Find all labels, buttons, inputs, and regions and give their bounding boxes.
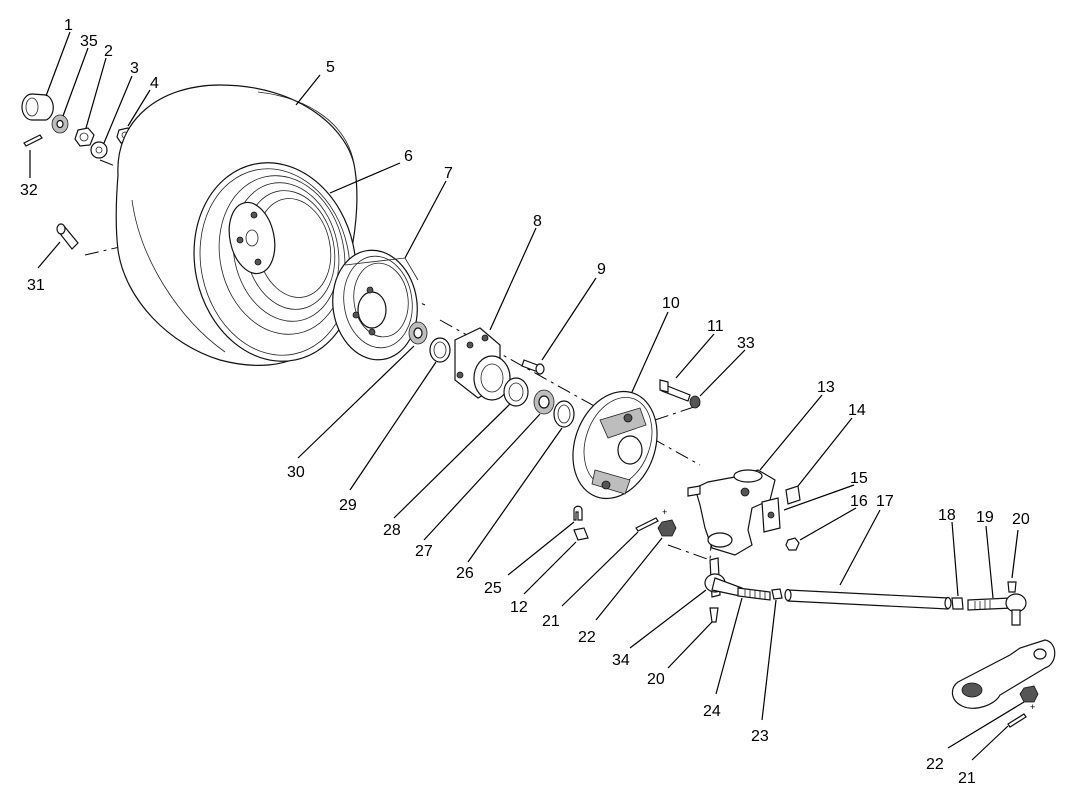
callout-5: 5 xyxy=(326,59,335,76)
callout-35: 35 xyxy=(80,33,98,50)
callout-25: 25 xyxy=(484,580,502,597)
callout-19: 19 xyxy=(976,509,994,526)
leader-lines xyxy=(29,31,1025,761)
callout-10: 10 xyxy=(662,295,680,312)
part-1-cap xyxy=(21,93,54,121)
callout-20-upper: 20 xyxy=(1012,511,1030,528)
part-32-cotter-pin xyxy=(23,134,43,147)
callout-16: 16 xyxy=(850,493,868,510)
callout-21-upper: 21 xyxy=(542,613,560,630)
part-8-hub xyxy=(454,327,511,401)
callout-23: 23 xyxy=(751,728,769,745)
callout-29: 29 xyxy=(339,497,357,514)
part-30-bearing xyxy=(408,321,428,345)
part-2-nut xyxy=(74,127,95,147)
part-14-clip xyxy=(785,485,801,505)
part-21-cotter-pin: + xyxy=(635,507,667,532)
callout-11: 11 xyxy=(707,318,724,335)
callout-31: 31 xyxy=(27,277,45,294)
callout-22-lower: 22 xyxy=(926,756,944,773)
callout-26: 26 xyxy=(456,565,474,582)
callout-33: 33 xyxy=(737,335,755,352)
part-18-jam-nut xyxy=(951,597,964,610)
callout-27: 27 xyxy=(415,543,433,560)
callout-9: 9 xyxy=(597,261,606,278)
callout-4: 4 xyxy=(150,75,159,92)
callout-28: 28 xyxy=(383,522,401,539)
callout-21-lower: 21 xyxy=(958,770,976,787)
part-7-brake-drum xyxy=(332,249,419,361)
part-29-seal xyxy=(429,337,451,363)
part-10-brake-backing-plate xyxy=(572,390,658,500)
part-11-bolt xyxy=(659,379,691,402)
part-25-clip xyxy=(573,505,583,521)
part-23-jam-nut xyxy=(771,588,783,600)
part-13-spindle xyxy=(687,469,776,556)
callout-6: 6 xyxy=(404,148,413,165)
part-9-wheel-stud xyxy=(521,359,545,375)
part-27-bearing xyxy=(533,389,555,415)
callout-20-lower: 20 xyxy=(647,671,665,688)
callout-13: 13 xyxy=(817,379,835,396)
callout-18: 18 xyxy=(938,507,956,524)
callout-3: 3 xyxy=(130,60,139,77)
part-15-bracket xyxy=(761,497,781,533)
part-20-grease-fitting-lower xyxy=(709,607,719,623)
part-20-grease-fitting-upper xyxy=(1007,581,1017,593)
callout-14: 14 xyxy=(848,402,866,419)
callout-1: 1 xyxy=(64,17,73,34)
part-12-grease-fitting xyxy=(573,527,589,541)
callout-17: 17 xyxy=(876,493,894,510)
part-22-castle-nut-lower xyxy=(1019,685,1039,703)
part-34-tie-rod-end xyxy=(704,557,743,598)
part-26-seal xyxy=(553,400,575,428)
part-6-rim xyxy=(218,175,346,335)
part-31-valve-stem xyxy=(56,223,79,250)
callout-15: 15 xyxy=(850,470,868,487)
part-24-tie-rod xyxy=(737,587,771,601)
part-21-cotter-pin-lower: + xyxy=(1007,702,1035,728)
callout-12: 12 xyxy=(510,599,528,616)
callout-24: 24 xyxy=(703,703,721,720)
callout-7: 7 xyxy=(444,165,453,182)
steering-arm xyxy=(951,639,1056,709)
callout-32: 32 xyxy=(20,182,38,199)
svg-text:+: + xyxy=(1030,702,1035,712)
callout-labels: 1 35 2 3 4 5 6 7 8 9 10 11 33 13 14 15 1… xyxy=(20,17,1030,787)
callout-8: 8 xyxy=(533,213,542,230)
callout-22-upper: 22 xyxy=(578,629,596,646)
callout-2: 2 xyxy=(104,43,113,60)
part-3-washer xyxy=(90,141,108,159)
part-28-bearing-cup xyxy=(503,377,529,407)
part-35-castellated-nut xyxy=(51,114,69,134)
part-22-castle-nut xyxy=(657,519,677,537)
callout-34: 34 xyxy=(612,652,630,669)
part-33-nut xyxy=(689,395,701,409)
callout-30: 30 xyxy=(287,464,305,481)
part-16-nut xyxy=(785,537,800,551)
svg-text:+: + xyxy=(662,507,667,517)
part-17-drag-link xyxy=(784,588,952,610)
part-19-tie-rod-end xyxy=(967,593,1027,626)
